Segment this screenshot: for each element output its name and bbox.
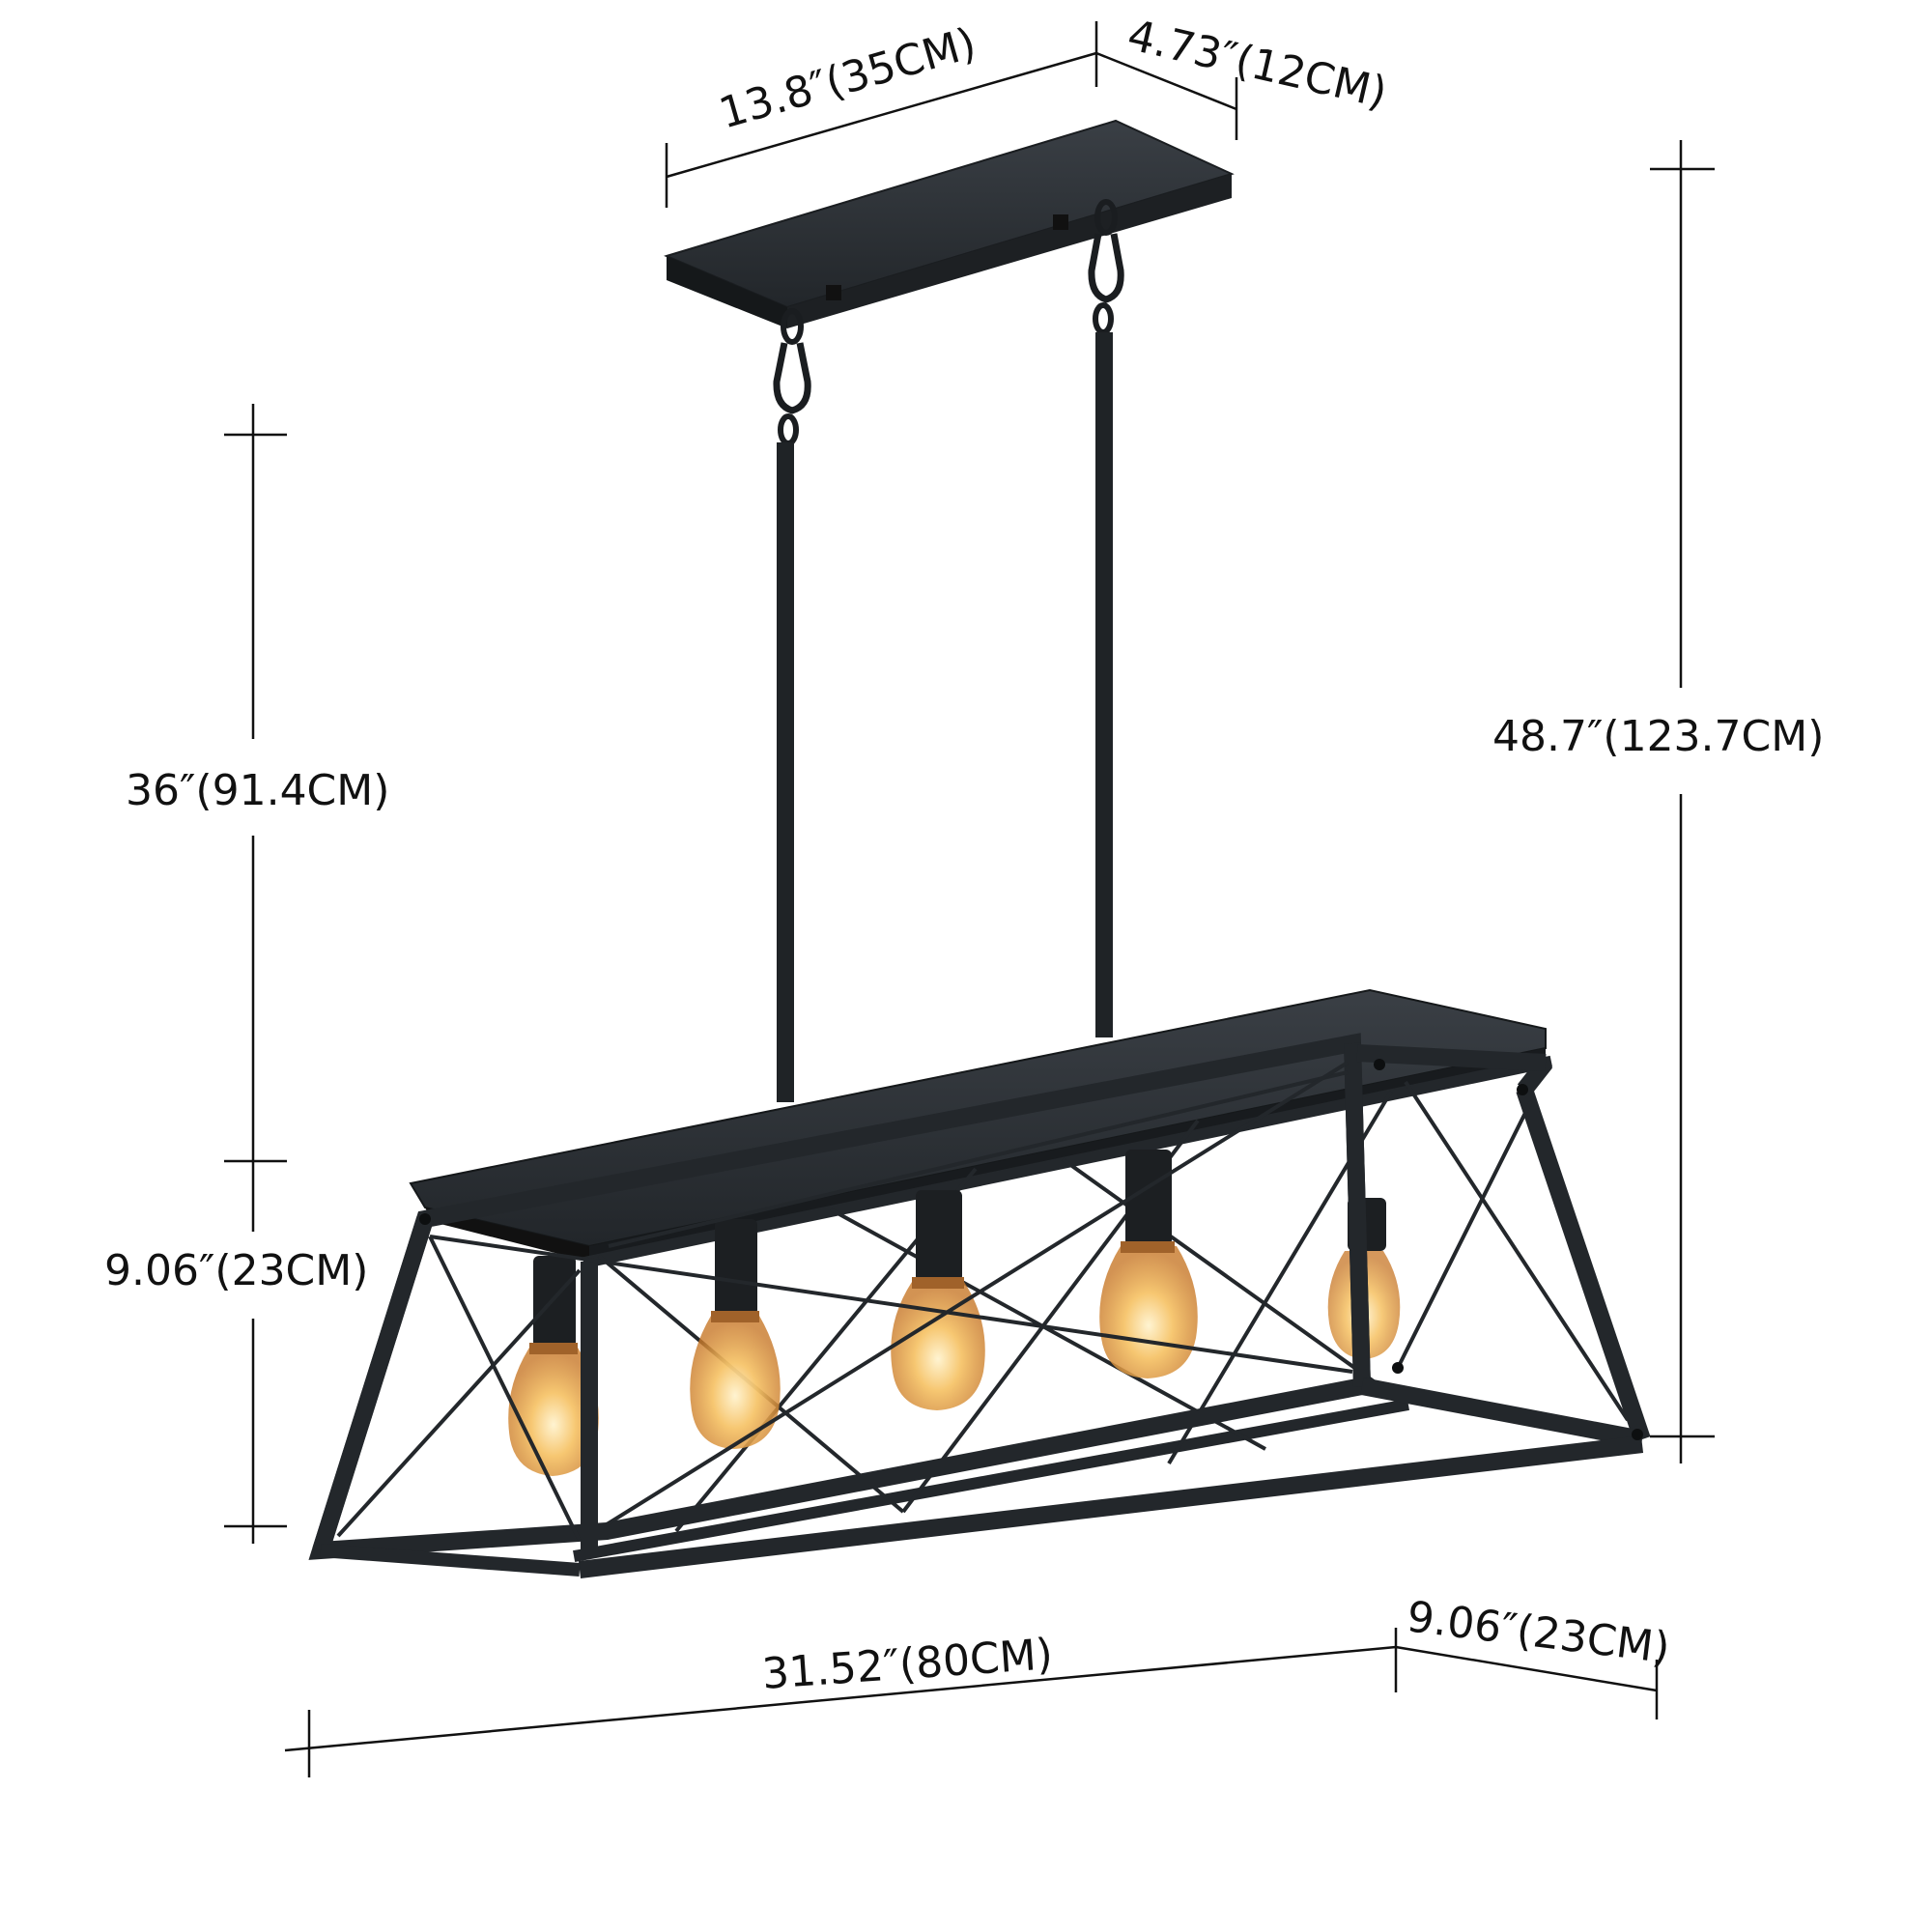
dimension-total-height: 48.7″(123.7CM) — [1492, 140, 1824, 1463]
fixture-body — [308, 988, 1651, 1578]
dimension-canopy-width: 4.73″(12CM) — [1095, 11, 1392, 140]
rod-length-label: 36″(91.4CM) — [126, 766, 389, 815]
right-rod — [1095, 332, 1113, 1037]
fixture-length-label: 31.52″(80CM) — [760, 1630, 1054, 1699]
bulb-2 — [690, 1219, 781, 1449]
dimension-fixture-width: 9.06″(23CM) — [1395, 1592, 1673, 1719]
fixture-width-label: 9.06″(23CM) — [1405, 1592, 1673, 1673]
suspension-rods — [773, 199, 1124, 1102]
fixture-height-label: 9.06″(23CM) — [104, 1246, 368, 1295]
canopy-width-label: 4.73″(12CM) — [1123, 11, 1392, 118]
dimension-rod-length: 36″(91.4CM) — [126, 404, 389, 1164]
canopy-length-label: 13.8″(35CM) — [714, 18, 981, 138]
left-rod — [777, 442, 794, 1102]
bulb-3 — [891, 1190, 985, 1410]
dimension-fixture-height: 9.06″(23CM) — [104, 1164, 368, 1544]
bulb-4 — [1099, 1150, 1198, 1378]
left-chain — [773, 308, 811, 446]
dimension-fixture-length: 31.52″(80CM) — [284, 1628, 1398, 1777]
total-height-label: 48.7″(123.7CM) — [1492, 712, 1824, 761]
ceiling-canopy — [664, 119, 1235, 328]
